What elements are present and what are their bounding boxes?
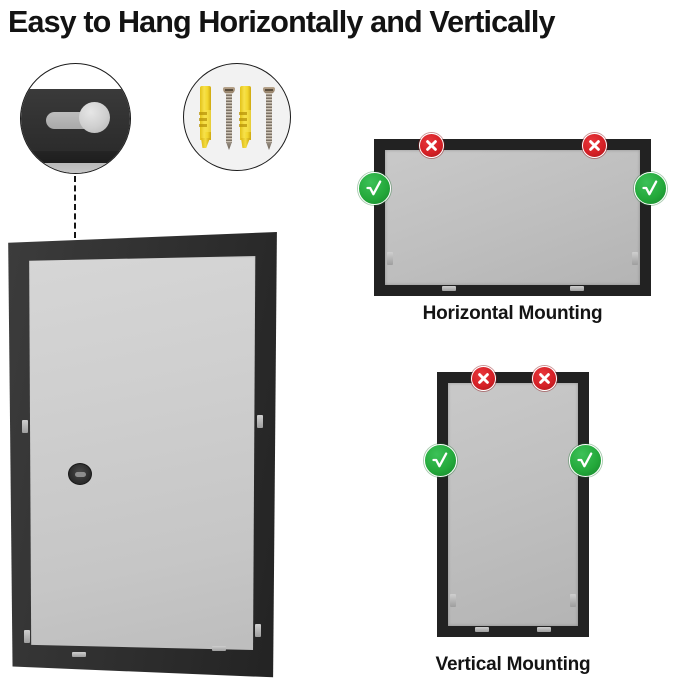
hanger-plate-shadow: [21, 151, 130, 163]
diagram-mat: [448, 383, 578, 626]
x-mark-badge: [582, 133, 607, 158]
hanger-base: [21, 163, 130, 173]
x-mark-badge: [532, 366, 557, 391]
check-mark-icon: [432, 452, 448, 468]
frame-clip: [257, 415, 263, 428]
check-mark-badge: [569, 444, 602, 477]
x-mark-badge: [419, 133, 444, 158]
diagram-clip: [570, 594, 576, 607]
diagram-mat: [385, 150, 640, 285]
frame-clip: [22, 420, 28, 433]
frame-mat: [29, 256, 256, 651]
frame-clip: [24, 630, 30, 643]
x-mark-icon: [589, 140, 600, 151]
diagram-clip: [475, 627, 489, 632]
keyhole-hole: [79, 102, 110, 133]
x-mark-icon: [539, 373, 550, 384]
horizontal-mounting-caption: Horizontal Mounting: [422, 303, 603, 324]
check-mark-badge: [358, 172, 391, 205]
product-frame-photo: [6, 232, 278, 680]
screw-icon: [222, 87, 236, 151]
x-mark-icon: [478, 373, 489, 384]
check-mark-badge: [634, 172, 667, 205]
check-mark-badge: [424, 444, 457, 477]
screw-icon: [262, 87, 276, 151]
diagram-clip: [570, 286, 584, 291]
x-mark-badge: [471, 366, 496, 391]
diagram-frame-bottom: [437, 626, 589, 637]
diagram-frame-top: [374, 139, 651, 150]
x-mark-icon: [426, 140, 437, 151]
check-mark-icon: [642, 180, 658, 196]
diagram-clip: [632, 252, 638, 265]
diagram-frame-bottom: [374, 285, 651, 296]
frame-clip: [72, 652, 86, 657]
diagram-clip: [537, 627, 551, 632]
check-mark-icon: [366, 180, 382, 196]
diagram-frame-right: [640, 139, 651, 296]
frame-clip: [212, 646, 226, 651]
vertical-mounting-caption: Vertical Mounting: [435, 654, 591, 675]
frame-clip: [255, 624, 261, 637]
check-mark-icon: [577, 452, 593, 468]
diagram-frame-top: [437, 372, 589, 383]
horizontal-mounting-diagram: [358, 133, 667, 296]
diagram-frame-left: [374, 139, 385, 296]
diagram-clip: [387, 252, 393, 265]
diagram-clip: [450, 594, 456, 607]
diagram-clip: [442, 286, 456, 291]
hardware-pair: [238, 86, 282, 152]
diagram-frame-left: [437, 372, 448, 637]
diagram-frame-right: [578, 372, 589, 637]
keyhole-hanger-inset: [20, 63, 131, 174]
wall-anchor-icon: [198, 86, 213, 148]
callout-leader-line: [74, 176, 76, 238]
keyhole-hanger-on-frame: [68, 463, 92, 485]
wall-anchor-icon: [238, 86, 253, 148]
hardware-pair: [198, 86, 242, 152]
hardware-inset: [183, 63, 291, 171]
vertical-mounting-diagram: [424, 366, 602, 637]
page-title: Easy to Hang Horizontally and Vertically: [8, 4, 555, 39]
